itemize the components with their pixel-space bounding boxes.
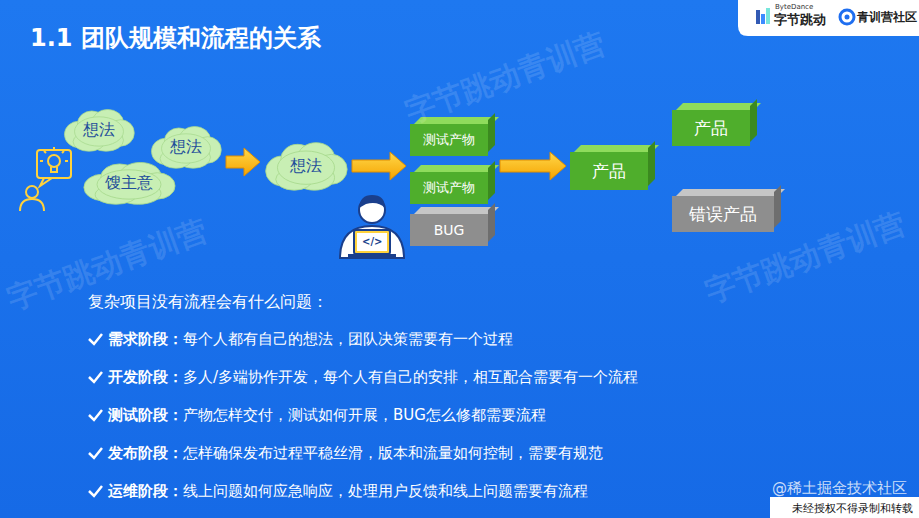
stage-term: 发布阶段： xyxy=(108,444,183,463)
product-box: 产品 xyxy=(672,110,750,146)
logo-text: 字节跳动 xyxy=(774,11,826,29)
stage-term: 测试阶段： xyxy=(108,406,183,425)
copyright-notice: 未经授权不得录制和转载 xyxy=(792,501,913,516)
stage-text: 线上问题如何应急响应，处理用户反馈和线上问题需要有流程 xyxy=(183,482,588,501)
product-box: 错误产品 xyxy=(672,196,774,232)
box-text: 错误产品 xyxy=(689,203,757,226)
list-heading: 复杂项目没有流程会有什么问题： xyxy=(88,292,328,313)
stage-text: 每个人都有自己的想法，团队决策需要有一个过程 xyxy=(183,330,513,349)
logo-text: 青训营社区 xyxy=(857,9,917,26)
logo-panel xyxy=(738,0,919,36)
product-box: BUG xyxy=(410,214,488,246)
stage-term: 需求阶段： xyxy=(108,330,183,349)
code-symbol: </> xyxy=(362,236,382,247)
thinker-icon xyxy=(20,147,71,211)
flow-arrow xyxy=(226,148,260,176)
product-box: 测试产物 xyxy=(410,172,488,204)
logo-text: ByteDance xyxy=(775,3,813,11)
bytedance-logo xyxy=(756,8,770,24)
cloud-text: 想法 xyxy=(290,156,322,177)
flow-arrow xyxy=(500,152,566,180)
qingxun-logo xyxy=(840,10,854,24)
source-mark: @稀土掘金技术社区 xyxy=(772,479,907,498)
stage-text: 怎样确保发布过程平稳丝滑，版本和流量如何控制，需要有规范 xyxy=(183,444,603,463)
flow-arrow xyxy=(352,152,406,180)
idea-cloud: 想法 xyxy=(150,125,222,169)
cloud-text: 想法 xyxy=(83,120,115,141)
idea-cloud: 馊主意 xyxy=(82,161,176,205)
stage-term: 开发阶段： xyxy=(108,368,183,387)
notice-strip xyxy=(770,497,919,518)
box-text: 测试产物 xyxy=(423,131,475,149)
cloud-text: 想法 xyxy=(170,137,202,158)
stage-text: 多人/多端协作开发，每个人有自己的安排，相互配合需要有一个流程 xyxy=(183,368,638,387)
idea-cloud: 想法 xyxy=(264,141,348,191)
slide-title: 1.1 团队规模和流程的关系 xyxy=(30,22,321,54)
cloud-text: 馊主意 xyxy=(105,173,153,194)
box-text: 产品 xyxy=(694,117,728,140)
box-text: BUG xyxy=(434,222,465,238)
box-text: 产品 xyxy=(592,160,626,183)
stage-term: 运维阶段： xyxy=(108,482,183,501)
developer-icon xyxy=(340,195,404,258)
watermark: 字节跳动青训营 xyxy=(399,23,610,133)
idea-cloud: 想法 xyxy=(63,108,135,152)
check-marks xyxy=(89,334,102,496)
box-text: 测试产物 xyxy=(423,179,475,197)
product-box: 产品 xyxy=(570,152,648,190)
stage-text: 产物怎样交付，测试如何开展，BUG怎么修都需要流程 xyxy=(183,406,546,425)
